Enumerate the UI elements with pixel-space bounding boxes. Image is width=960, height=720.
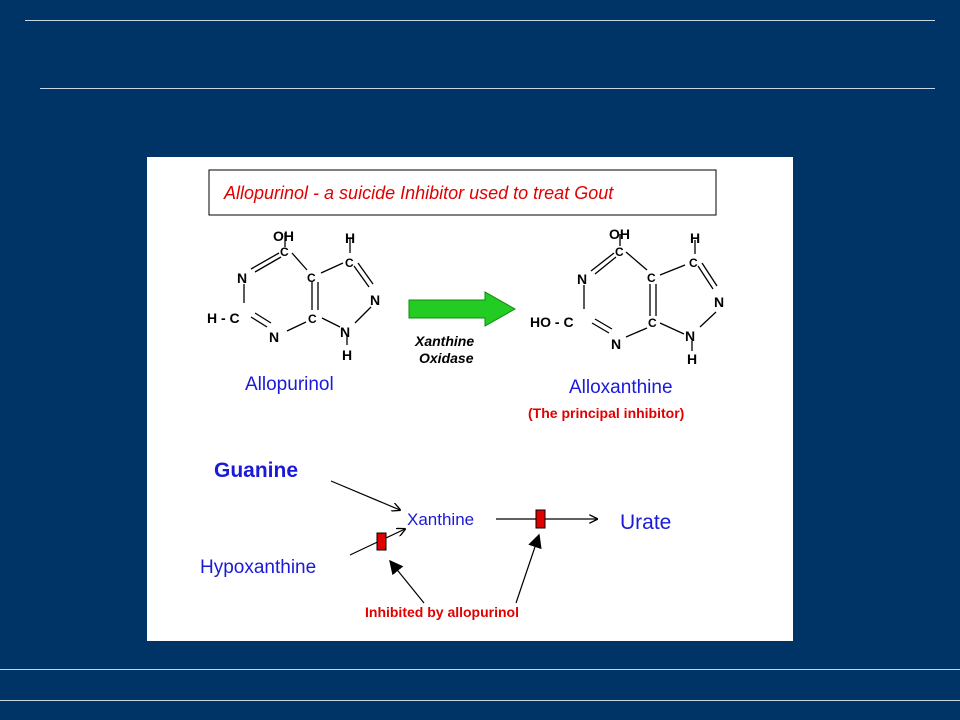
alloxanthine-structure [583,234,718,351]
guanine-label: Guanine [214,459,298,482]
left-atom-h-c: H - C [207,310,240,326]
title-text: Allopurinol - a suicide Inhibitor used t… [223,183,614,203]
xanthine-label: Xanthine [407,510,474,529]
hypoxanthine-label: Hypoxanthine [200,557,316,578]
urate-label: Urate [620,511,671,534]
right-atom-n-right: N [714,294,724,310]
inhibited-by-allopurinol-label: Inhibited by allopurinol [365,604,519,620]
principal-inhibitor-note: (The principal inhibitor) [528,405,684,421]
allopurinol-figure: Allopurinol - a suicide Inhibitor used t… [147,157,793,641]
alloxanthine-label: Alloxanthine [569,377,673,398]
inhibition-pointer-right [515,533,542,604]
top-rule [25,20,935,21]
left-atom-h-bottom: H [342,347,352,363]
left-atom-n-left: N [237,270,247,286]
right-atom-n-h: N [685,328,695,344]
right-atom-c-bottom: C [648,316,657,330]
title-underline [40,88,935,89]
right-atom-n-bottom: N [611,336,621,352]
left-atom-h-top: H [345,230,355,246]
left-atom-c-bottom: C [308,312,317,326]
inhibition-block-hypoxanthine [376,532,387,551]
right-atom-h-top: H [690,230,700,246]
left-atom-c-top: C [280,245,289,259]
left-atom-n-bottom: N [269,329,279,345]
enzyme-label-line1: Xanthine [414,333,474,349]
left-atom-c-center: C [307,271,316,285]
guanine-to-xanthine-arrow [330,480,400,510]
footer-rule-lower [0,700,960,701]
right-atom-c-top: C [615,245,624,259]
pathway-arrows [330,480,597,604]
title-box [208,169,717,216]
inhibition-block-xanthine [535,509,546,529]
right-atom-n-left: N [577,271,587,287]
left-atom-n-right: N [370,292,380,308]
diagram-svg: Allopurinol - a suicide Inhibitor used t… [200,169,724,620]
right-atom-h-bottom: H [687,351,697,367]
right-atom-ho-c: HO - C [530,314,574,330]
right-atom-c-right: C [689,256,698,270]
allopurinol-structure [243,233,374,345]
right-atom-oh: OH [609,226,630,242]
left-atom-oh: OH [273,228,294,244]
allopurinol-label: Allopurinol [245,374,334,395]
right-atom-c-center: C [647,271,656,285]
left-atom-c-right: C [345,256,354,270]
left-atom-n-h: N [340,324,350,340]
reaction-arrow [408,291,517,327]
enzyme-label-line2: Oxidase [419,350,474,366]
footer-rule-upper [0,669,960,670]
inhibition-pointer-left [389,559,425,604]
